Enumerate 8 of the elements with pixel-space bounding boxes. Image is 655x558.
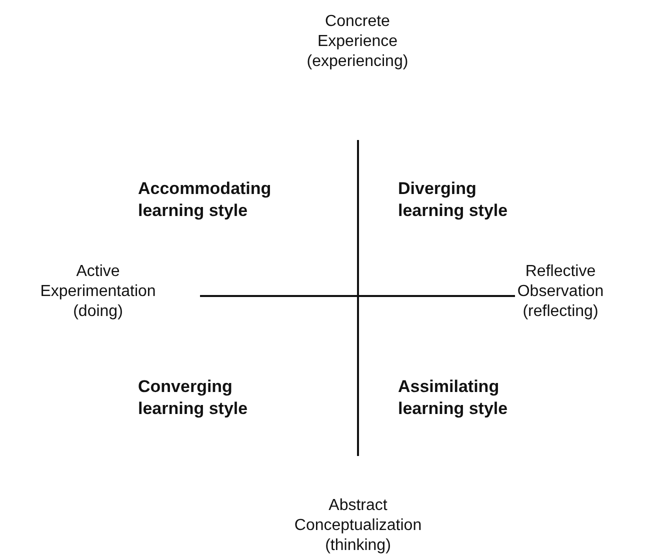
quadrant-label: Accommodating learning style [138,178,272,222]
pole-label: Reflective Observation (reflecting) [516,262,605,322]
pole-label: Concrete Experience (experiencing) [306,12,410,72]
quadrant-label: Diverging learning style [398,178,509,222]
pole-label: Abstract Conceptualization (thinking) [293,496,423,556]
pole-label: Active Experimentation (doing) [39,262,157,322]
quadrant-label: Assimilating learning style [398,376,509,420]
quadrant-label: Converging learning style [138,376,249,420]
